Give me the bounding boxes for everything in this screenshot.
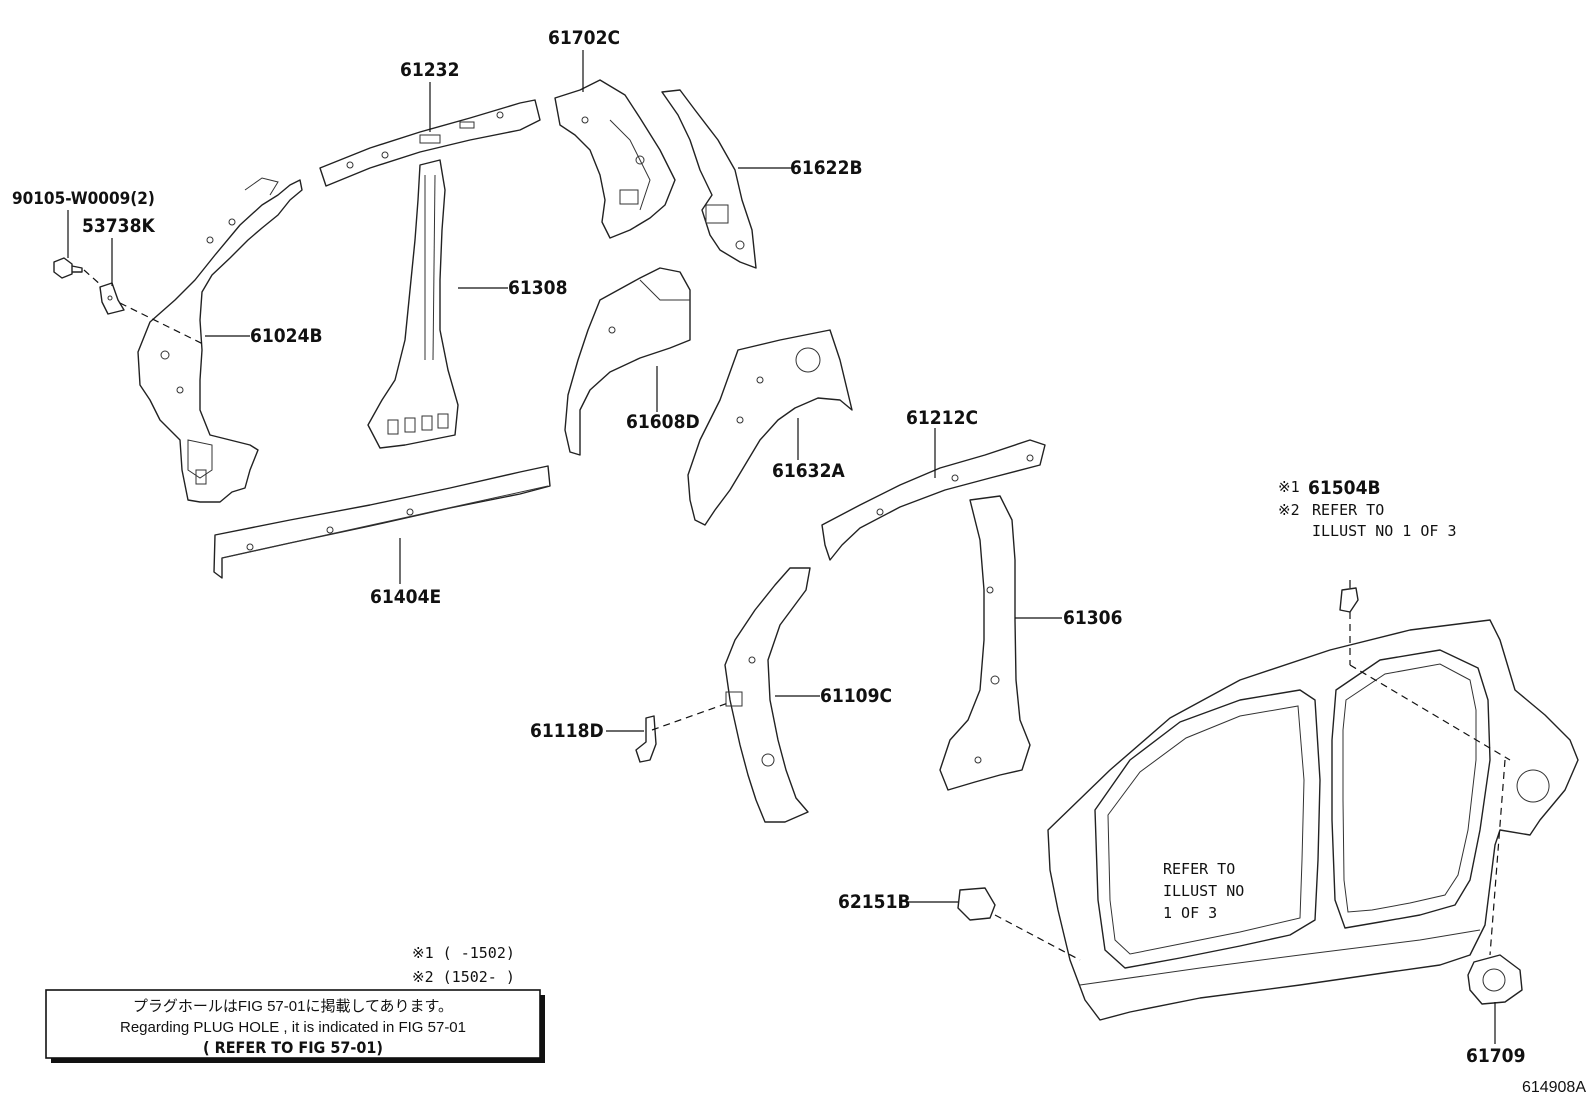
part-61632A-shape[interactable] xyxy=(687,329,853,526)
body-refer-line2: ILLUST NO xyxy=(1163,882,1244,900)
label-61024B[interactable]: 61024B xyxy=(250,325,323,347)
notice-jp: プラグホールはFIG 57-01に掲載してあります。 xyxy=(133,998,453,1015)
body-refer-line3: 1 OF 3 xyxy=(1163,904,1217,922)
refer-note-line1: REFER TO xyxy=(1312,501,1384,519)
label-90105-W0009[interactable]: 90105-W0009(2) xyxy=(12,189,155,209)
label-61404E[interactable]: 61404E xyxy=(370,586,441,608)
part-61404E-shape[interactable] xyxy=(213,465,551,579)
label-53738K[interactable]: 53738K xyxy=(82,215,155,237)
part-62151B-shape[interactable] xyxy=(957,887,996,921)
label-61109C[interactable]: 61109C xyxy=(820,685,892,707)
part-61608D-shape[interactable] xyxy=(564,267,691,456)
label-61306[interactable]: 61306 xyxy=(1063,607,1122,629)
refer-note-line2: ILLUST NO 1 OF 3 xyxy=(1312,522,1457,540)
plug-hole-notice: プラグホールはFIG 57-01に掲載してあります。 Regarding PLU… xyxy=(45,989,545,1063)
mark-1: ※1 xyxy=(1278,478,1300,496)
part-61024B-shape[interactable] xyxy=(137,177,303,503)
part-53738K-shape[interactable] xyxy=(99,282,125,315)
label-61709[interactable]: 61709 xyxy=(1466,1045,1525,1067)
bolt-90105-shape[interactable] xyxy=(53,257,83,279)
label-61608D[interactable]: 61608D xyxy=(626,411,700,433)
legend-1: ※1 ( -1502) xyxy=(412,944,515,962)
label-61504B[interactable]: 61504B xyxy=(1308,477,1381,499)
notice-en: Regarding PLUG HOLE , it is indicated in… xyxy=(120,1019,466,1036)
label-61308[interactable]: 61308 xyxy=(508,277,567,299)
part-61118D-shape[interactable] xyxy=(635,715,657,763)
label-61632A[interactable]: 61632A xyxy=(772,460,845,482)
label-61232[interactable]: 61232 xyxy=(400,59,459,81)
label-61702C[interactable]: 61702C xyxy=(548,27,620,49)
part-61306-shape[interactable] xyxy=(939,495,1031,791)
body-side-panel-shape[interactable] xyxy=(1047,619,1579,1021)
part-61109C-shape[interactable] xyxy=(724,567,811,823)
label-61212C[interactable]: 61212C xyxy=(906,407,978,429)
part-61308-shape[interactable] xyxy=(367,159,459,449)
label-62151B[interactable]: 62151B xyxy=(838,891,911,913)
label-61118D[interactable]: 61118D xyxy=(530,720,604,742)
part-61622B-shape[interactable] xyxy=(661,89,757,269)
legend-2: ※2 (1502- ) xyxy=(412,968,515,986)
figure-id: 614908A xyxy=(1522,1079,1586,1096)
part-61709-shape[interactable] xyxy=(1467,954,1523,1005)
mark-2: ※2 xyxy=(1278,501,1300,519)
body-refer-line1: REFER TO xyxy=(1163,860,1235,878)
label-61622B[interactable]: 61622B xyxy=(790,157,863,179)
part-61504B-shape[interactable] xyxy=(1339,587,1359,613)
part-61212C-shape[interactable] xyxy=(821,439,1046,561)
part-61232-shape[interactable] xyxy=(319,99,541,187)
part-61702C-shape[interactable] xyxy=(554,79,676,239)
notice-ref[interactable]: ( REFER TO FIG 57-01) xyxy=(203,1038,383,1057)
